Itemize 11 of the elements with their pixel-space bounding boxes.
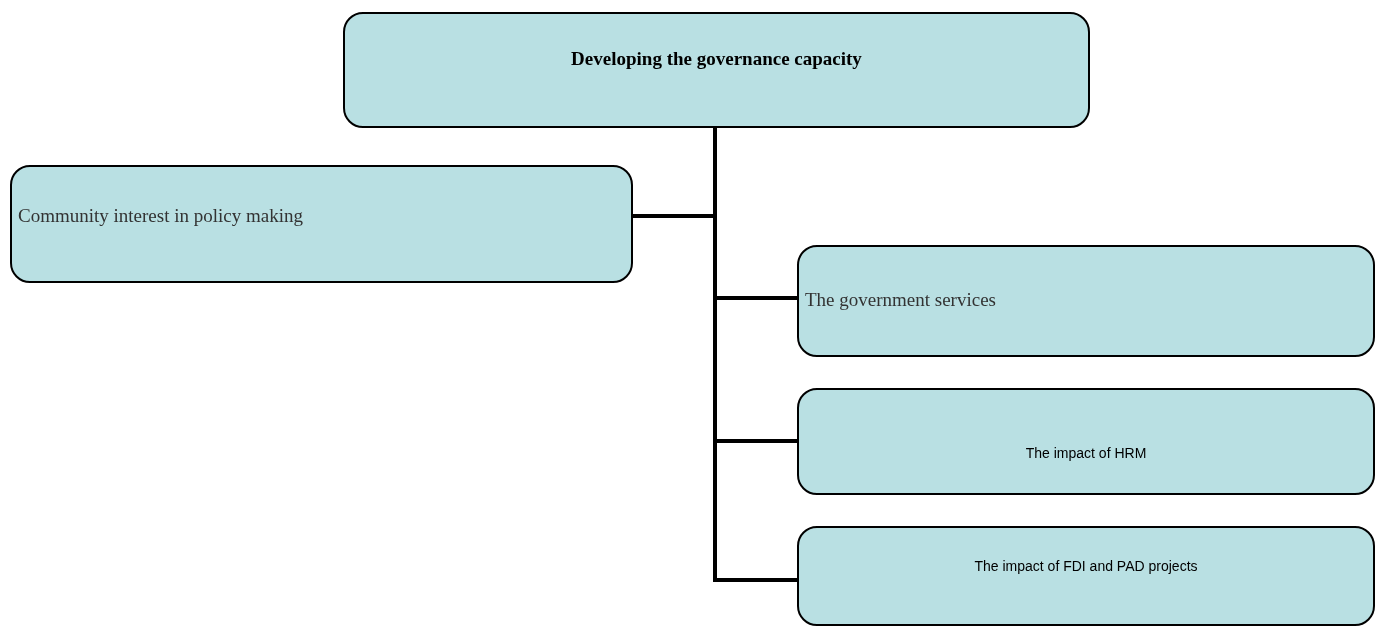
box-text: The government services	[805, 289, 996, 312]
box-text: The impact of HRM	[1025, 445, 1147, 462]
connector-line	[713, 128, 797, 582]
rounded-box	[797, 245, 1375, 357]
box-text: The impact of FDI and PAD projects	[974, 558, 1198, 575]
rounded-box	[10, 165, 633, 283]
box-text: Community interest in policy making	[18, 205, 303, 228]
box-text: Developing the governance capacity	[571, 48, 862, 71]
rounded-box	[343, 12, 1090, 128]
rounded-box	[797, 388, 1375, 495]
rounded-box	[797, 526, 1375, 626]
